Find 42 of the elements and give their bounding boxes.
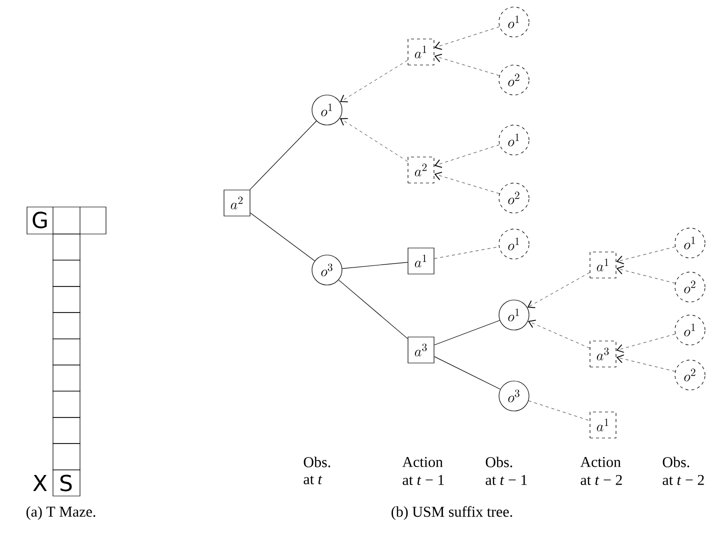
tree-edge bbox=[338, 280, 408, 339]
column-label: Action bbox=[580, 456, 621, 468]
column-label: at t bbox=[304, 476, 322, 484]
action-box: $a^{1}$ bbox=[408, 38, 434, 66]
dashed-arrow bbox=[616, 266, 676, 284]
subfigure-caption: (b) USM suffix tree. bbox=[392, 506, 512, 520]
column-label: at t − 2 bbox=[662, 474, 704, 486]
dashed-arrow bbox=[434, 172, 500, 194]
dashed-arrow bbox=[434, 144, 500, 168]
maze-letter: X bbox=[33, 474, 47, 492]
dashed-arrow bbox=[527, 272, 590, 308]
action-box: $a^{1}$ bbox=[590, 252, 616, 278]
tree-edge bbox=[250, 212, 316, 262]
column-label: Action bbox=[402, 456, 443, 468]
dashed-arrow bbox=[616, 354, 676, 372]
action-box: $a^{3}$ bbox=[408, 336, 434, 364]
action-box: $a^{3}$ bbox=[590, 340, 616, 368]
action-box: $a^{1}$ bbox=[590, 412, 616, 438]
dashed-line bbox=[528, 400, 590, 421]
maze-letter: G bbox=[32, 212, 47, 228]
action-box: $a^{1}$ bbox=[408, 248, 434, 274]
dashed-arrow bbox=[340, 60, 408, 102]
action-box: $a^{2}$ bbox=[408, 156, 434, 184]
dashed-arrow bbox=[434, 26, 500, 50]
column-label: at t − 1 bbox=[486, 475, 527, 486]
column-label: Obs. bbox=[304, 456, 330, 468]
tree-edge bbox=[342, 262, 408, 269]
tree-edge bbox=[250, 120, 317, 190]
dashed-arrow bbox=[434, 54, 500, 76]
subfigure-caption: (a) T Maze. bbox=[26, 506, 96, 520]
maze-letter: S bbox=[60, 474, 72, 492]
dashed-arrow bbox=[616, 334, 676, 353]
tree-edge bbox=[434, 320, 500, 346]
column-label: Obs. bbox=[662, 456, 690, 468]
dashed-arrow bbox=[616, 246, 676, 264]
dashed-arrow bbox=[528, 320, 590, 348]
column-label: at t − 1 bbox=[402, 475, 444, 486]
dashed-arrow bbox=[340, 118, 408, 162]
tree-edge bbox=[434, 356, 501, 390]
column-label: at t − 2 bbox=[580, 474, 622, 486]
column-label: Obs. bbox=[486, 456, 512, 468]
action-box: $a^{2}$ bbox=[224, 190, 250, 216]
